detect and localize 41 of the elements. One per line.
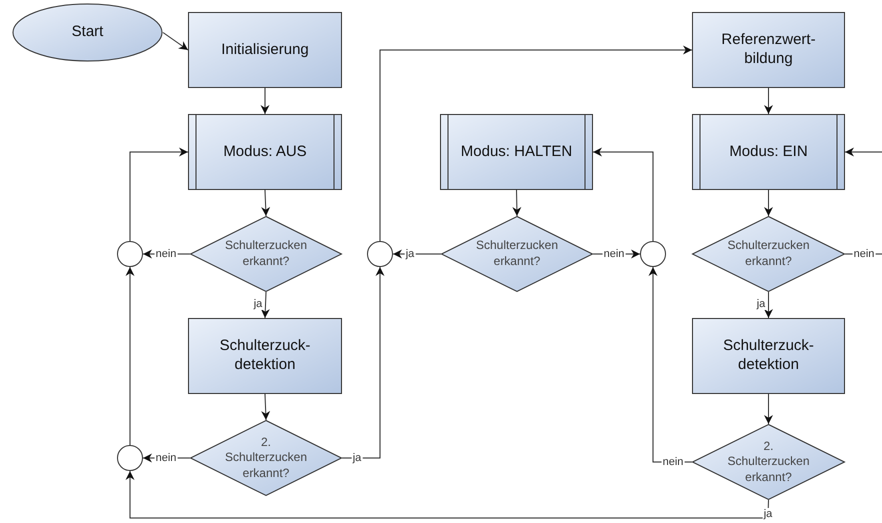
edge-label: ja: [762, 508, 774, 520]
arrow: [764, 190, 773, 216]
arrow: [261, 190, 270, 216]
edge-label: nein: [154, 452, 178, 464]
arrow: [260, 292, 270, 318]
start-label: Start: [72, 23, 104, 42]
decision-question: Schulterzucken erkannt?: [474, 238, 560, 270]
arrow: [764, 88, 773, 114]
decision-question: Schulterzucken erkannt?: [726, 238, 811, 270]
edge-label: nein: [662, 456, 684, 468]
step-label: Modus: AUS: [223, 142, 307, 162]
arrow: [844, 148, 882, 156]
arrow: [512, 190, 522, 216]
edge-label: ja: [252, 298, 264, 310]
edge-label: ja: [352, 452, 362, 464]
edge-label: nein: [154, 248, 178, 260]
step-label: Schulterzuck-detektion: [218, 337, 312, 375]
arrow: [162, 32, 188, 50]
edge-label: ja: [756, 298, 766, 310]
step-label: Modus: HALTEN: [460, 142, 572, 162]
arrow: [130, 148, 188, 242]
arrow: [764, 394, 773, 424]
edge-label: nein: [602, 248, 626, 260]
arrow: [380, 46, 692, 242]
step-label: Initialisierung: [221, 40, 309, 60]
arrow: [126, 470, 769, 518]
edge-label: nein: [852, 248, 876, 260]
arrow: [126, 266, 134, 446]
arrow: [592, 148, 654, 242]
step-label: Referenzwert-bildung: [720, 31, 817, 69]
arrow: [648, 266, 692, 462]
arrow: [260, 88, 270, 114]
step-label: Schulterzuck-detektion: [722, 337, 815, 375]
decision-question: Schulterzucken erkannt?: [224, 238, 308, 270]
arrow: [764, 292, 773, 318]
step-label: Modus: EIN: [729, 142, 808, 162]
decision-question: 2. Schulterzucken erkannt?: [224, 434, 308, 482]
arrow: [342, 266, 384, 458]
arrow: [261, 394, 270, 420]
decision-question: 2. Schulterzucken erkannt?: [726, 438, 811, 486]
edge-label: ja: [404, 248, 416, 260]
